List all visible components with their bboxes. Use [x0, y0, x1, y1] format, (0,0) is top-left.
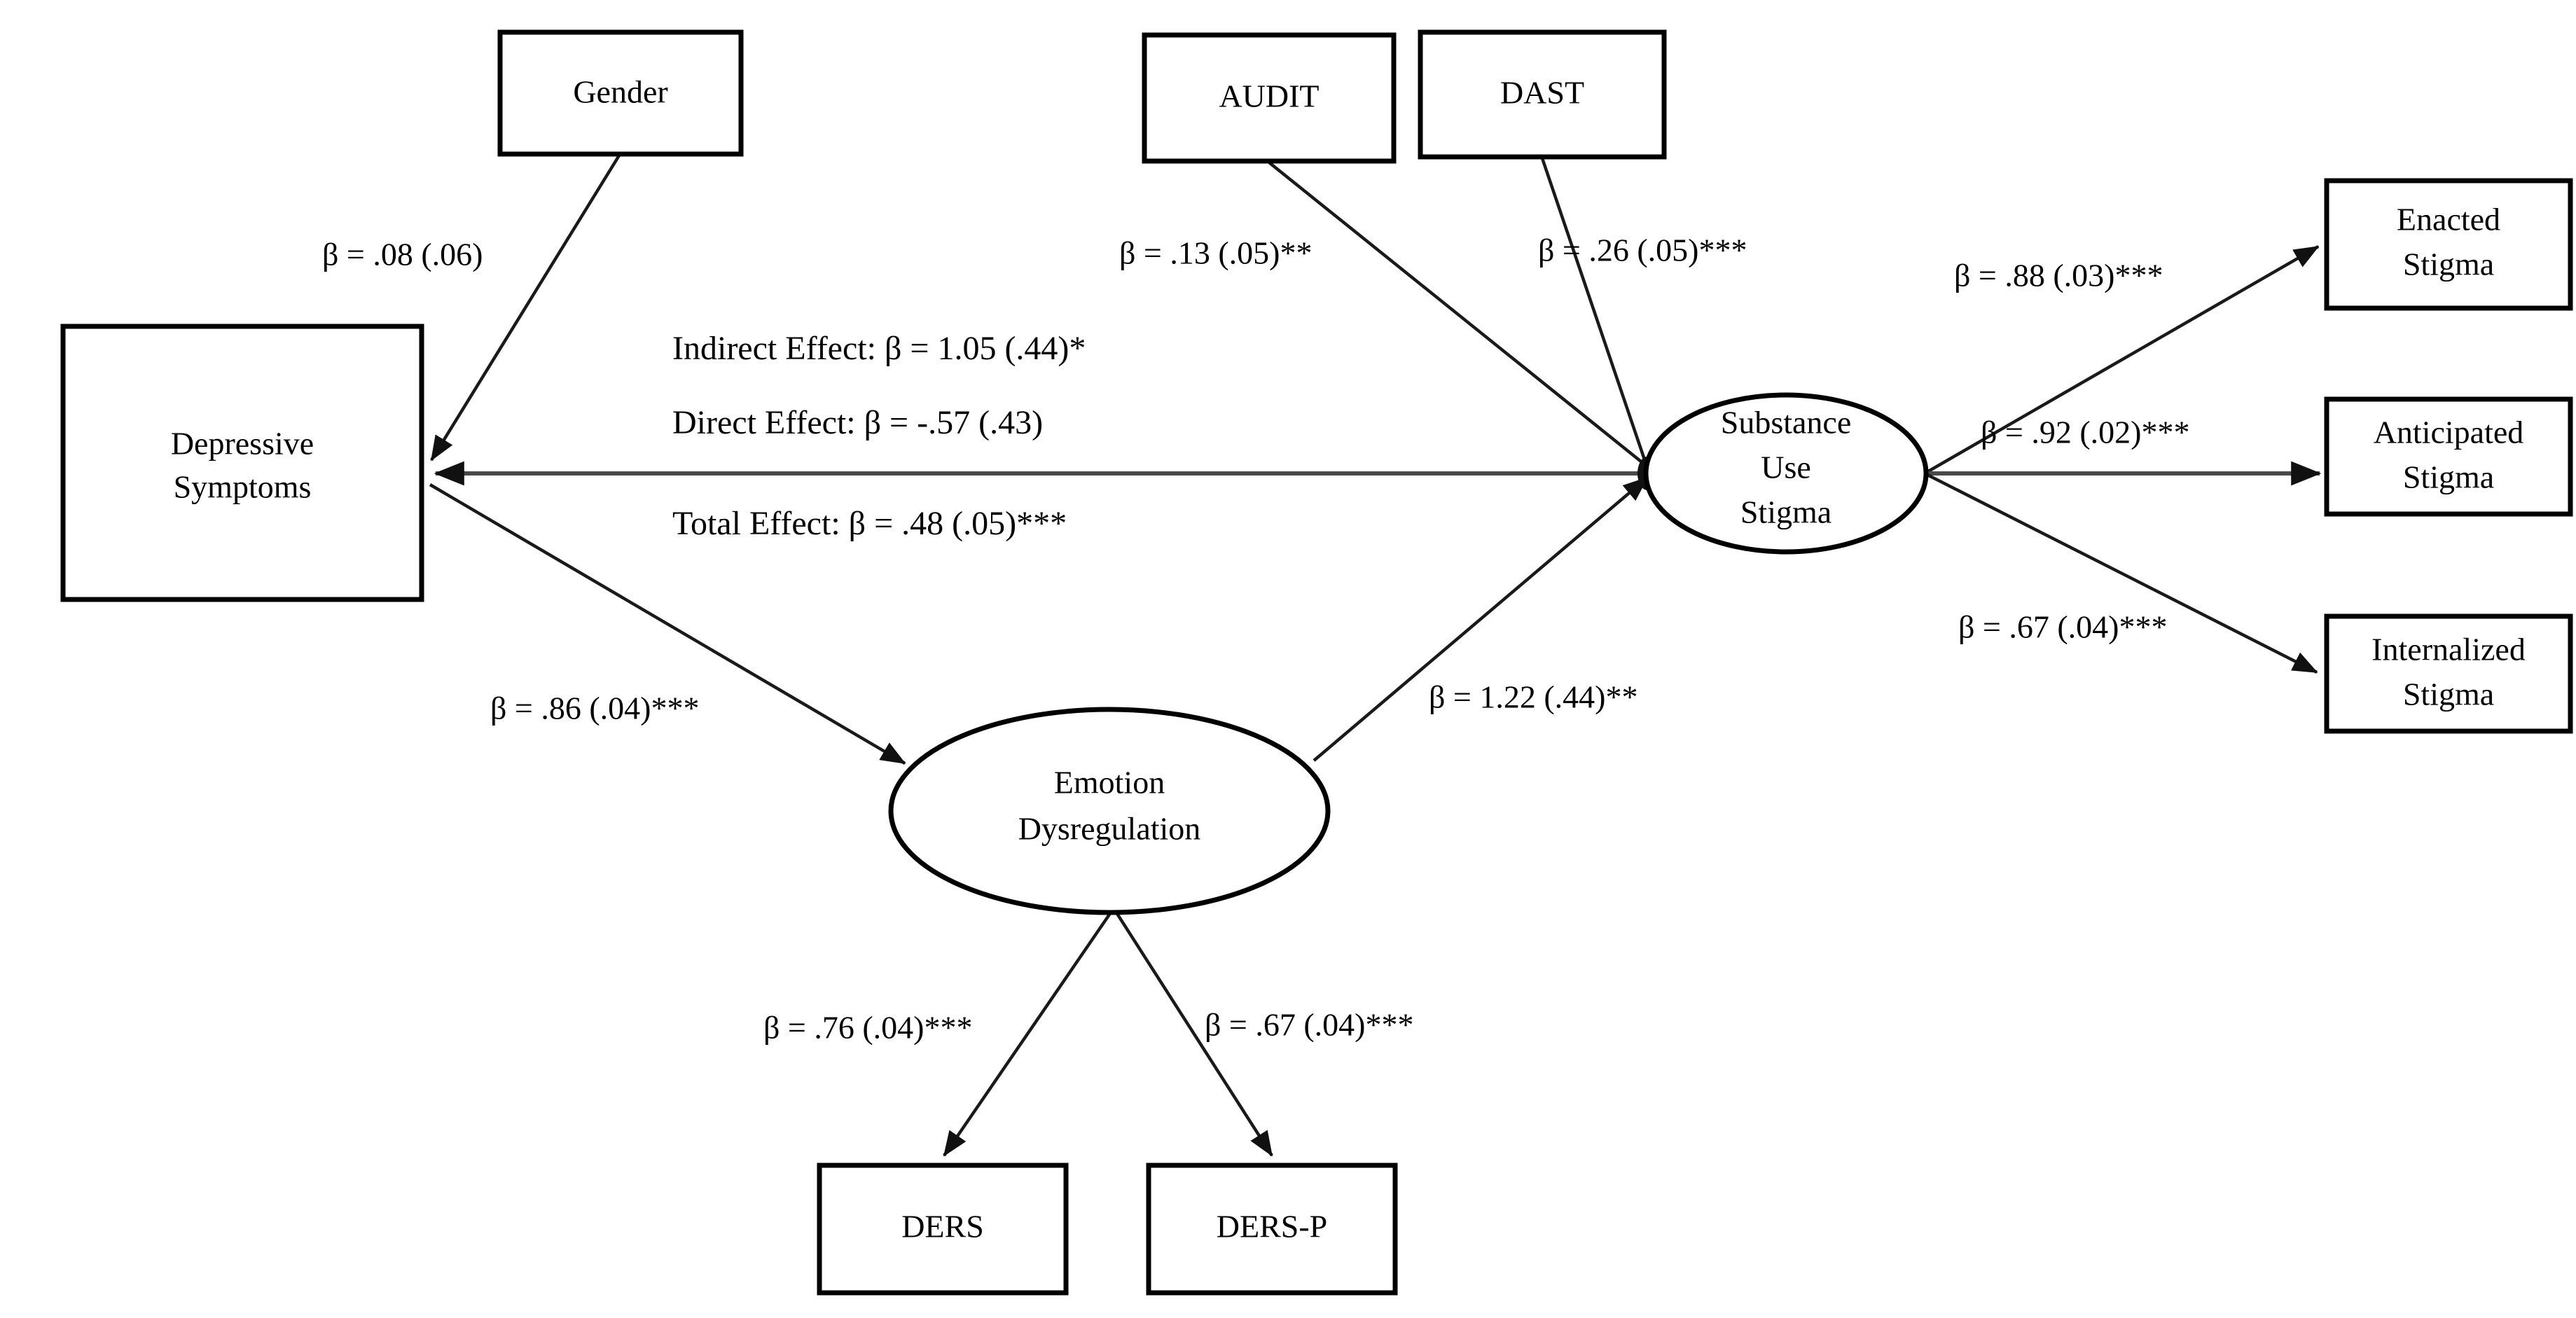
coef-stigma-to-anticipated: β = .92 (.02)*** [1981, 415, 2189, 450]
node-internalized-stigma-label-line1: Internalized [2371, 632, 2526, 667]
node-substance-use-stigma-label-line3: Stigma [1740, 494, 1831, 530]
node-enacted-stigma-label-line1: Enacted [2397, 202, 2500, 237]
node-gender [497, 29, 744, 157]
node-enacted-stigma-label-line2: Stigma [2403, 247, 2494, 282]
coef-dast-to-stigma: β = .26 (.05)*** [1538, 233, 1747, 268]
effect-indirect: Indirect Effect: β = 1.05 (.44)* [672, 330, 1086, 367]
coef-depressive-to-emotion: β = .86 (.04)*** [490, 691, 699, 726]
node-emotion-dysregulation-label-line2: Dysregulation [1018, 811, 1201, 847]
node-anticipated-stigma-label-line1: Anticipated [2374, 415, 2524, 450]
node-ders-p [1146, 1163, 1398, 1296]
path-audit-to-stigma [1268, 161, 1646, 466]
path-depressive-to-emotion [429, 483, 906, 765]
coef-stigma-to-enacted: β = .88 (.03)*** [1954, 258, 2163, 293]
path-emotion-to-ders-p [1114, 909, 1273, 1157]
node-substance-use-stigma-label-line1: Substance [1721, 405, 1852, 441]
node-substance-use-stigma [1643, 392, 1929, 555]
path-emotion-to-ders [943, 909, 1114, 1157]
node-depressive-symptoms [60, 324, 424, 602]
node-audit [1142, 32, 1397, 164]
node-ders [817, 1163, 1069, 1296]
node-ders-label: DERS [901, 1209, 984, 1244]
node-dast [1418, 29, 1667, 160]
coef-emotion-to-ders: β = .76 (.04)*** [763, 1010, 972, 1046]
coef-emotion-to-stigma: β = 1.22 (.44)** [1429, 679, 1637, 715]
coef-stigma-to-internalized: β = .67 (.04)*** [1958, 609, 2167, 645]
node-dast-label: DAST [1500, 75, 1584, 111]
path-gender-to-depressive [430, 154, 621, 462]
node-emotion-dysregulation-label-line1: Emotion [1054, 765, 1165, 800]
node-substance-use-stigma-label-line2: Use [1761, 450, 1811, 485]
node-ders-p-label: DERS-P [1217, 1209, 1327, 1244]
node-audit-label: AUDIT [1219, 78, 1319, 114]
coef-emotion-to-ders-p: β = .67 (.04)*** [1205, 1007, 1413, 1043]
coef-gender-to-depressive: β = .08 (.06) [322, 237, 483, 272]
effect-direct: Direct Effect: β = -.57 (.43) [672, 404, 1043, 441]
node-enacted-stigma [2324, 178, 2573, 311]
node-anticipated-stigma [2324, 396, 2573, 517]
node-depressive-symptoms-label-line1: Depressive [171, 426, 314, 462]
node-emotion-dysregulation [888, 707, 1331, 915]
path-stigma-to-internalized [1923, 471, 2318, 674]
path-emotion-to-stigma [1313, 476, 1649, 762]
node-depressive-symptoms-label-line2: Symptoms [174, 469, 312, 505]
coef-audit-to-stigma: β = .13 (.05)** [1119, 235, 1312, 271]
effect-total: Total Effect: β = .48 (.05)*** [672, 505, 1067, 542]
node-internalized-stigma-label-line2: Stigma [2403, 677, 2494, 712]
node-internalized-stigma [2324, 613, 2573, 734]
node-gender-label: Gender [573, 74, 667, 110]
path-dast-to-stigma [1540, 158, 1649, 469]
node-anticipated-stigma-label-line2: Stigma [2403, 459, 2494, 495]
path-stigma-to-enacted [1923, 245, 2320, 475]
